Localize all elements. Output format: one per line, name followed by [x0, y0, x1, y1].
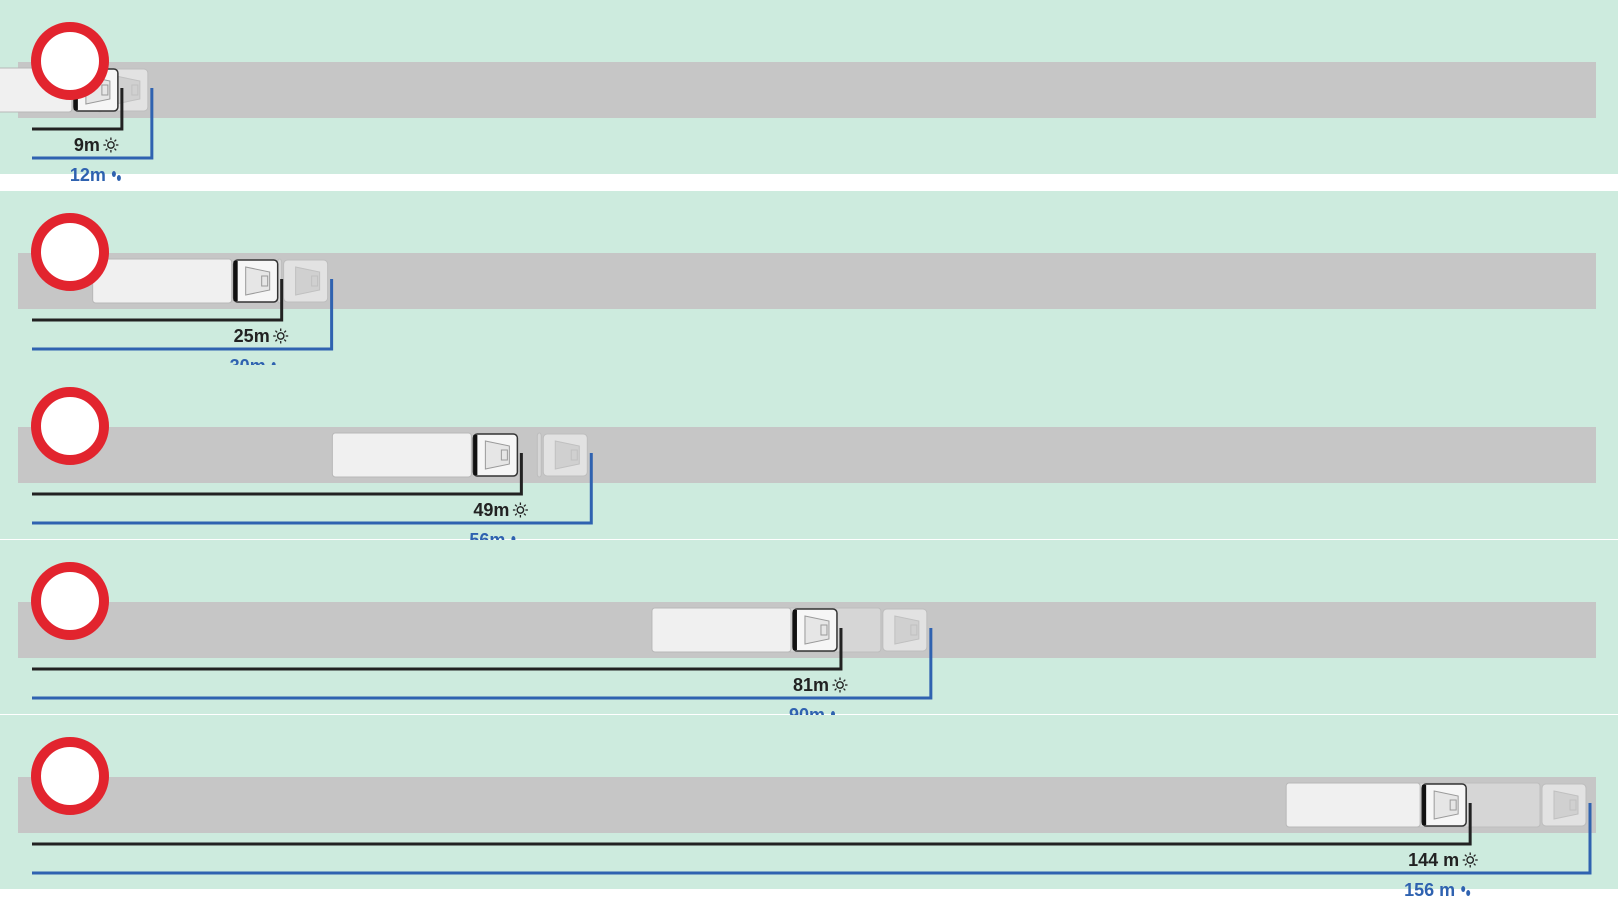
no-entry-sign-icon [31, 387, 109, 465]
road-strip [18, 62, 1596, 118]
no-entry-sign-icon [31, 562, 109, 640]
dry-distance-label: 144 m [1408, 850, 1459, 870]
sun-icon [103, 137, 119, 153]
scenario-row: 9m 12m [0, 0, 1618, 185]
scenario-row: 81m90m [0, 540, 1618, 725]
dry-distance-line [32, 628, 843, 671]
wet-stop-truck [277, 258, 329, 304]
dry-distance-line [32, 279, 284, 322]
dry-distance-line [32, 803, 1472, 846]
dry-distance-line [32, 88, 124, 131]
wet-distance-label: 156 m [1404, 880, 1455, 900]
no-entry-sign-icon [31, 22, 109, 100]
sun-icon [1462, 852, 1478, 868]
wet-stop-truck [536, 432, 588, 478]
dry-distance-label: 81m [793, 675, 829, 695]
rain-drops-icon [111, 171, 121, 181]
wet-distance-line [32, 453, 593, 525]
road-strip [18, 427, 1596, 483]
scenario-row: 144 m 156 m [0, 715, 1618, 900]
dry-distance-label: 25m [234, 326, 270, 346]
sun-icon [832, 677, 848, 693]
wet-distance-line [32, 279, 334, 351]
dry-stop-truck [1285, 782, 1467, 828]
sun-icon [512, 502, 528, 518]
no-entry-sign-icon [31, 213, 109, 291]
wet-distance-line [32, 803, 1592, 875]
dry-stop-truck [92, 258, 279, 304]
wet-distance-line [32, 628, 933, 700]
sun-icon [273, 328, 289, 344]
dry-distance-label: 49m [473, 500, 509, 520]
scenario-row: 49m56m [0, 365, 1618, 550]
dry-distance-label: 9m [74, 135, 100, 155]
scenario-row: 25m30m [0, 191, 1618, 376]
no-entry-sign-icon [31, 737, 109, 815]
wet-distance-label: 12m [70, 165, 106, 185]
dry-stop-truck [331, 432, 519, 478]
rain-drops-icon [1461, 886, 1471, 896]
wet-distance-line [32, 88, 154, 160]
dry-stop-truck [651, 607, 838, 653]
dry-distance-line [32, 453, 523, 496]
